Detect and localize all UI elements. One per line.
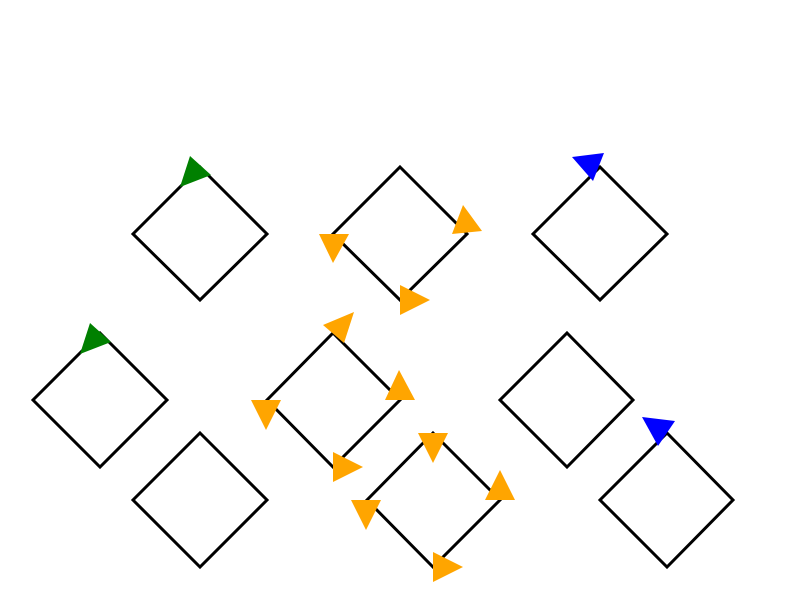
blue-triangle-marker — [572, 153, 604, 181]
diamond-group-9 — [597, 417, 736, 570]
diamond-group-6 — [497, 330, 636, 470]
diamond — [30, 330, 170, 470]
green-triangle-marker — [180, 156, 211, 187]
diamond-group-4 — [30, 323, 170, 470]
green-triangle-marker — [80, 323, 111, 354]
orange-triangle-marker — [452, 205, 482, 234]
diamond — [130, 430, 270, 570]
diamond — [330, 164, 470, 303]
diamond-group-3 — [530, 153, 670, 303]
diamond — [597, 430, 736, 570]
diamond — [497, 330, 636, 470]
orange-triangle-marker — [385, 370, 415, 400]
blue-triangle-marker — [642, 417, 675, 446]
orange-triangle-marker — [333, 452, 363, 482]
orange-triangle-marker — [400, 285, 430, 315]
diamond-group-5 — [251, 312, 415, 482]
diamond-group-2 — [319, 164, 482, 315]
orange-triangle-marker — [351, 500, 381, 530]
diamond — [130, 164, 270, 303]
orange-triangle-marker — [418, 433, 448, 463]
diamond-group-1 — [130, 156, 270, 303]
orange-triangle-marker — [251, 400, 281, 430]
orange-triangle-marker — [323, 312, 354, 343]
diamond-group-8 — [351, 430, 515, 582]
orange-triangle-marker — [485, 470, 515, 500]
orange-triangle-marker — [433, 552, 463, 582]
diamond — [530, 164, 670, 303]
diamond-group-7 — [130, 430, 270, 570]
orange-triangle-marker — [319, 234, 349, 263]
diamond — [264, 330, 403, 470]
